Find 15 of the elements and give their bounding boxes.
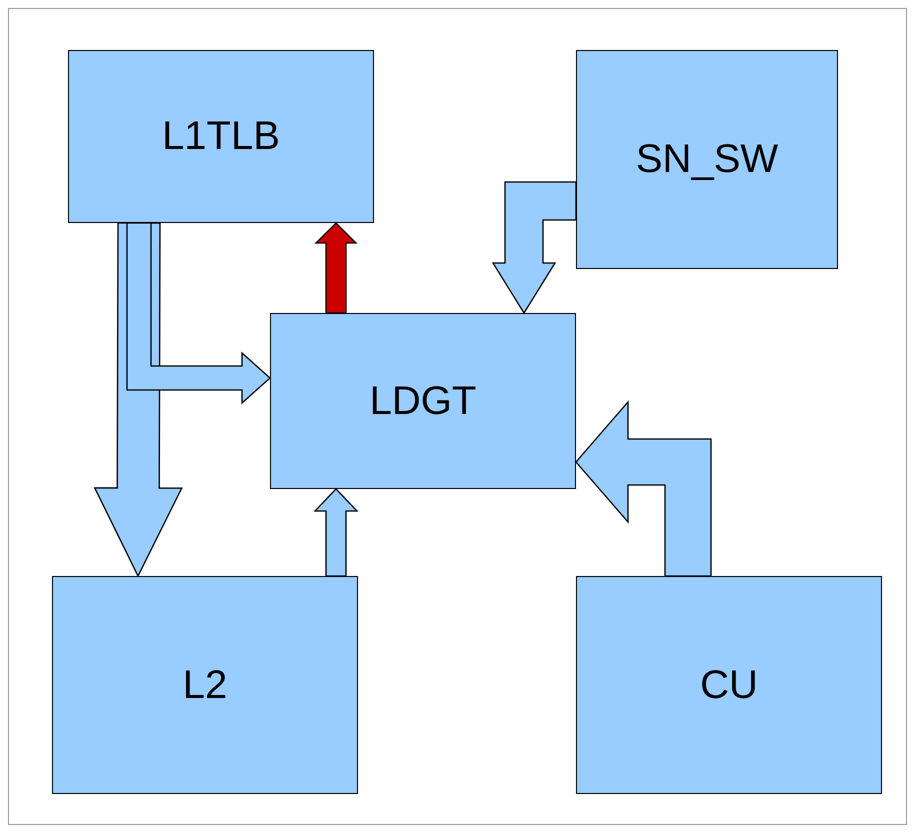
- process-box: [576, 576, 882, 794]
- box-label: CU: [700, 662, 758, 708]
- box-label: L1TLB: [162, 114, 280, 159]
- block-arrow: [313, 488, 359, 577]
- block-arrow: [575, 400, 712, 577]
- process-box: [270, 313, 576, 489]
- box-label: L2: [182, 662, 228, 708]
- box-label: SN_SW: [636, 137, 778, 182]
- process-box: [576, 50, 838, 269]
- block-arrow: [492, 181, 577, 314]
- block-arrow: [314, 222, 358, 314]
- box-label: LDGT: [370, 378, 476, 424]
- block-arrow: [126, 222, 271, 404]
- process-box: [68, 50, 374, 223]
- process-box: [52, 576, 358, 794]
